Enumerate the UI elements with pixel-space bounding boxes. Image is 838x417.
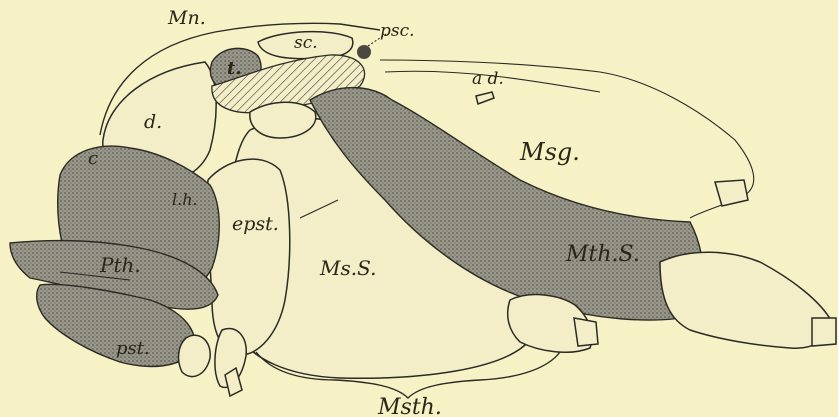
label-msth: Msth. xyxy=(377,395,442,417)
leg-stub-mid-tip xyxy=(574,318,598,346)
label-mss: Ms.S. xyxy=(319,256,376,280)
label-sc: sc. xyxy=(294,33,318,53)
ad-marker xyxy=(476,92,494,104)
label-d: d. xyxy=(144,111,162,133)
label-psc: psc. xyxy=(380,21,415,41)
label-epst: epst. xyxy=(232,213,279,235)
leg-right-tip xyxy=(812,318,836,346)
claw-left xyxy=(179,335,211,376)
label-mths: Mth.S. xyxy=(565,242,640,267)
leg-right xyxy=(660,252,832,348)
label-t: t. xyxy=(227,58,242,79)
label-c: c xyxy=(88,148,98,169)
label-mn: Mn. xyxy=(167,7,206,29)
label-ad: a d. xyxy=(472,69,504,89)
label-pth: Pth. xyxy=(99,253,141,277)
label-msg: Msg. xyxy=(519,138,580,166)
msg-tip xyxy=(715,180,748,206)
label-lh: l.h. xyxy=(172,190,198,209)
label-pst: pst. xyxy=(116,338,150,359)
psc-dot xyxy=(357,45,371,59)
